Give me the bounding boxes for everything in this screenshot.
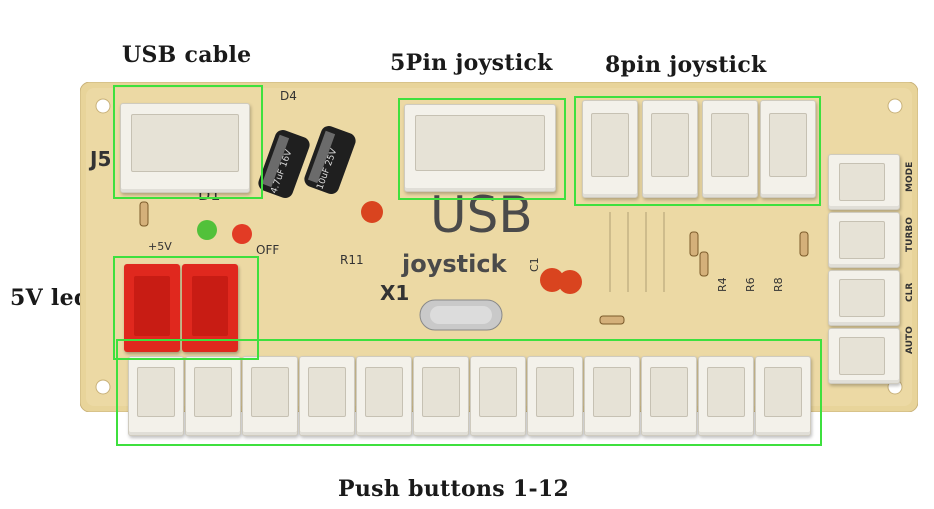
push-button-connector-10 [641,356,697,436]
push-button-connector-7 [470,356,526,436]
turbo-label: TURBO [905,217,915,252]
five-v-led-connector-2 [182,264,238,352]
clr-connector [828,270,900,326]
board-plus5v-text: +5V [148,240,172,253]
green-led [197,220,217,240]
capacitor-left: 4.7uF 16V [258,130,310,198]
auto-connector [828,328,900,384]
usb-cable-connector [120,103,250,193]
push-button-connector-4 [299,356,355,436]
r6-label: R6 [744,277,757,292]
ceramic-capacitor [540,268,564,292]
clr-label: CLR [905,283,915,302]
board-c1-text: C1 [528,257,541,272]
push-button-connector-6 [413,356,469,436]
turbo-connector [828,212,900,268]
r4-label: R4 [716,277,729,292]
board-d4-text: D4 [280,89,297,103]
five-pin-joystick-label: 5Pin joystick [390,50,553,76]
eight-pin-joystick-label: 8pin joystick [605,52,767,78]
push-button-connector-9 [584,356,640,436]
push-button-connector-8 [527,356,583,436]
r8-label: R8 [772,277,785,292]
eight-pin-connector-3 [702,100,758,198]
board-r11-text: R11 [340,253,364,267]
five-pin-joystick-connector [404,104,556,192]
ceramic-capacitor [361,201,383,223]
mode-label: MODE [905,162,915,192]
mode-connector [828,154,900,210]
five-v-led-connector-1 [124,264,180,352]
eight-pin-connector-1 [582,100,638,198]
board-j5-text: J5 [88,147,111,171]
ceramic-capacitor [558,270,582,294]
resistor-group [139,201,809,325]
board-off-text: OFF [256,243,279,257]
five-v-led-label: 5V led [10,285,90,311]
auto-label: AUTO [905,326,915,354]
red-led [232,224,252,244]
push-button-connector-11 [698,356,754,436]
push-button-connector-5 [356,356,412,436]
eight-pin-connector-4 [760,100,816,198]
push-button-connector-2 [185,356,241,436]
board-usb-text: USB [430,186,533,244]
push-buttons-label: Push buttons 1-12 [338,476,570,502]
eight-pin-connector-2 [642,100,698,198]
board-joystick-text: joystick [401,250,508,278]
push-button-connectors-row [128,356,820,436]
capacitor-right: 10uF 25V [304,126,356,194]
usb-cable-label: USB cable [122,42,252,68]
board-x1-text: X1 [380,281,409,305]
push-button-connector-12 [755,356,811,436]
push-button-connector-1 [128,356,184,436]
push-button-connector-3 [242,356,298,436]
